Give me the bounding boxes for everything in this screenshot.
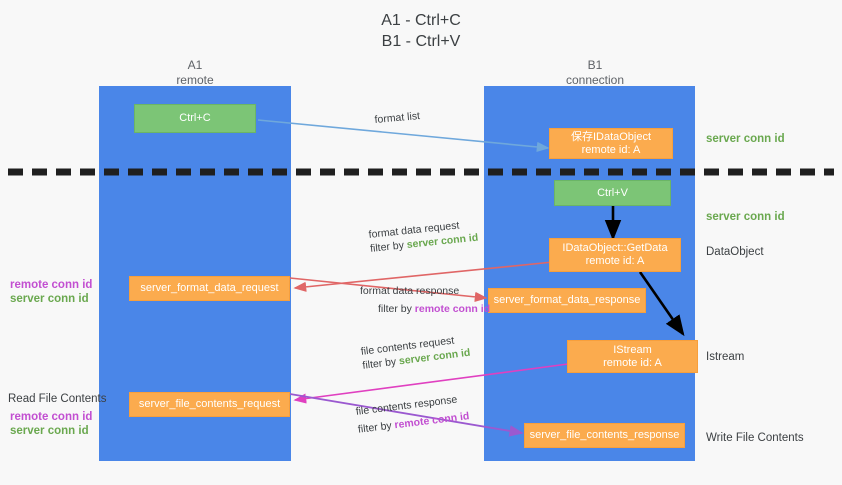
node-server-file-contents-response[interactable]: server_file_contents_response [524,423,685,448]
node-server-format-data-request-line1: server_format_data_request [140,282,279,294]
edge-filter-prefix: filter by [369,239,408,255]
title-line-2: B1 - Ctrl+V [381,33,461,50]
edge-filter-value-remote-conn-id: remote conn id [414,303,491,315]
node-istream-line2: remote id: A [603,356,662,369]
node-server-format-data-response-line1: server_format_data_response [493,294,641,306]
node-idataobject-getdata-line2: remote id: A [585,255,645,267]
node-server-format-data-response[interactable]: server_format_data_response [488,288,646,313]
node-ctrl-c[interactable]: Ctrl+C [134,104,256,133]
node-ctrl-v[interactable]: Ctrl+V [554,180,671,206]
left-label-conn-ids-upper: remote conn id server conn id [10,278,92,306]
right-label-server-conn-id-mid: server conn id [706,211,785,223]
right-label-server-conn-id-top: server conn id [706,133,785,145]
edge-filter-prefix: filter by [357,419,396,436]
edge-label-format-data-response: format data response filter by remote co… [360,284,490,316]
left-label-server-conn-id-upper: server conn id [10,293,89,305]
edge-filter-prefix: filter by [361,355,400,372]
right-label-istream: Istream [706,351,745,363]
node-server-file-contents-response-line1: server_file_contents_response [529,429,680,441]
node-save-idataobject-line2: remote id: A [581,143,641,156]
left-label-read-file-contents: Read File Contents [8,393,107,405]
edge-filter-format-data-response: filter by remote conn id [360,302,490,316]
edge-label-file-contents-response: file contents response filter by remote … [355,391,470,436]
lane-header-b1-subtitle: connection [565,73,625,87]
lane-header-b1-title: B1 [587,58,603,72]
node-istream[interactable]: IStream remote id: A [567,340,698,373]
node-istream-line1: IStream [613,343,652,356]
edge-label-file-contents-request: file contents request filter by server c… [360,332,471,373]
node-save-idataobject-line1: 保存IDataObject [570,130,652,143]
lane-header-a1: A1 remote [115,58,275,88]
node-idataobject-getdata[interactable]: IDataObject::GetData remote id: A [549,238,681,272]
node-idataobject-getdata-line1: IDataObject::GetData [562,242,668,254]
diagram-title: A1 - Ctrl+C B1 - Ctrl+V [0,10,842,52]
edge-label-format-data-response-text: format data response [360,285,460,297]
edge-filter-value-remote-conn-id: remote conn id [393,410,470,432]
edge-filter-prefix: filter by [378,303,415,315]
left-label-remote-conn-id-lower: remote conn id [10,411,93,423]
node-server-format-data-request[interactable]: server_format_data_request [129,276,290,301]
left-label-server-conn-id-lower: server conn id [10,425,89,437]
title-line-1: A1 - Ctrl+C [381,12,461,29]
edge-label-format-list-text: format list [374,110,421,126]
edge-label-format-data-request: format data request filter by server con… [368,217,479,256]
right-label-write-file-contents: Write File Contents [706,432,804,444]
right-label-dataobject: DataObject [706,246,764,258]
node-save-idataobject[interactable]: 保存IDataObject remote id: A [549,128,673,159]
lane-header-a1-title: A1 [187,58,203,72]
lane-header-b1: B1 connection [515,58,675,88]
node-ctrl-v-line1: Ctrl+V [597,186,628,199]
lane-header-a1-subtitle: remote [176,73,214,87]
node-ctrl-c-line1: Ctrl+C [179,112,211,124]
edge-label-format-list: format list [374,109,421,127]
left-label-remote-conn-id-upper: remote conn id [10,279,93,291]
node-server-file-contents-request-line1: server_file_contents_request [138,398,281,410]
left-label-conn-ids-lower: remote conn id server conn id [10,410,92,438]
node-server-file-contents-request[interactable]: server_file_contents_request [129,392,290,417]
